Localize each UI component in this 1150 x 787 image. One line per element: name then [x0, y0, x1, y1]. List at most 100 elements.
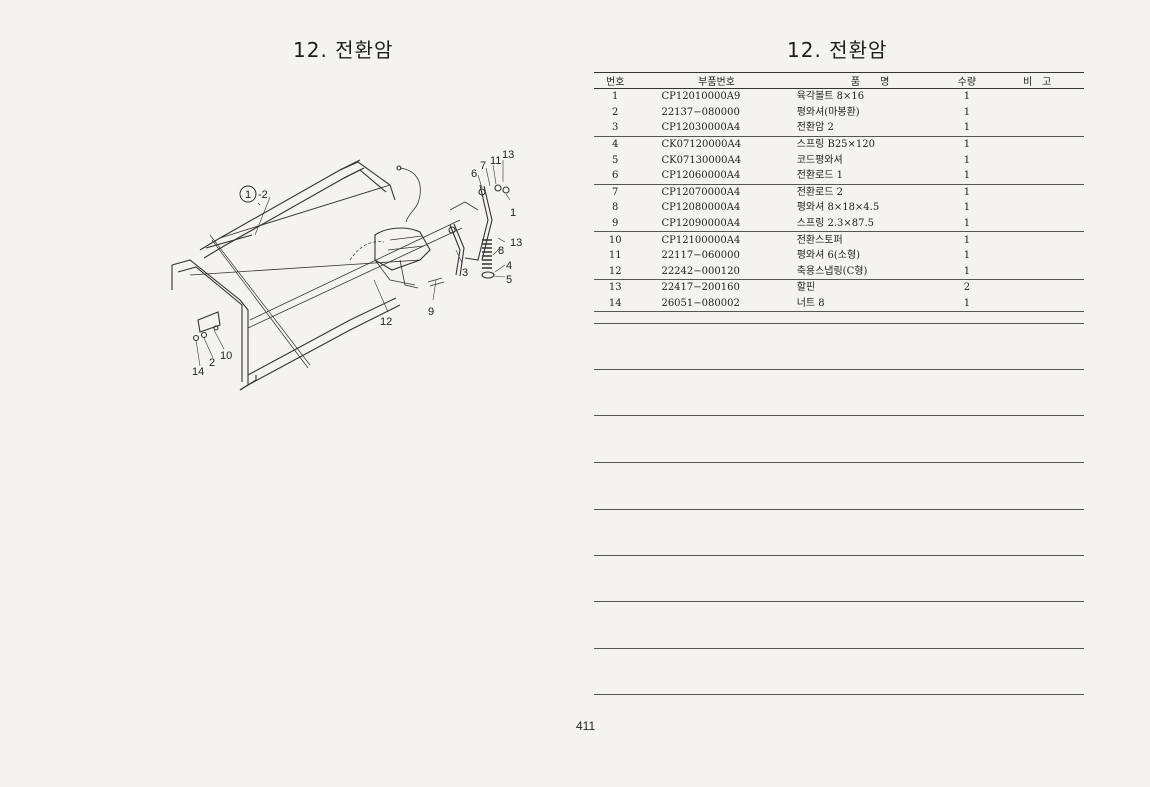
callout-4: 4: [506, 260, 512, 272]
row-number: 1: [612, 91, 619, 103]
row-part-number: CP12030000A4: [636, 120, 797, 137]
callout-circle-1: [239, 185, 257, 203]
row-number: 11: [608, 250, 622, 262]
row-remarks: [990, 105, 1084, 121]
row-part-name: 전환로드 1: [796, 167, 944, 185]
table-row: 1 CP12010000A9 육각볼트 8×16 1: [594, 89, 1084, 105]
row-part-name: 전환암 2: [796, 120, 944, 137]
parts-list-table: 번호 부품번호 품 명 수량 비 고 1 CP12010000A9 육각볼트 8×1…: [594, 72, 1084, 313]
row-part-name: 할핀: [796, 282, 816, 294]
row-remarks: [990, 215, 1084, 233]
row-number: 3: [594, 120, 637, 137]
row-quantity: 1: [963, 234, 971, 246]
table-row: 5 CK07130000A4 코드평와셔 1: [594, 152, 1084, 168]
callout-14: 14: [192, 366, 204, 378]
row-part-number: 22137−080000: [661, 106, 740, 118]
callout-7: 7: [480, 160, 486, 172]
ruled-line: [594, 648, 1084, 649]
diagram-drawing: 1 -2 13 11 7 6 1 13 8 4 5 3 9 12 10 2 14: [171, 149, 522, 391]
row-part-name: 전환스토퍼: [796, 234, 843, 246]
row-remarks: [990, 89, 1084, 105]
row-number: 9: [594, 215, 637, 233]
callout-11: 11: [490, 155, 501, 167]
row-part-number: 22242−000120: [636, 263, 797, 281]
ruled-line: [594, 509, 1084, 510]
row-number: 6: [594, 167, 637, 185]
bleed-through-mark-left: [300, 706, 320, 735]
header-remarks: 비 고: [990, 72, 1084, 89]
row-remarks: [990, 280, 1084, 296]
row-part-number: 22117−060000: [661, 250, 740, 262]
row-part-number: CP12010000A9: [661, 91, 741, 103]
row-quantity: 1: [963, 106, 971, 118]
row-number: 7: [612, 186, 619, 198]
row-number: 5: [612, 154, 619, 166]
header-part-number: 부품번호: [636, 72, 797, 89]
table-row: 13 22417−200160 할핀 2: [594, 280, 1084, 296]
row-part-name: 너트 8: [796, 295, 944, 313]
row-remarks: [990, 248, 1084, 264]
row-quantity: 1: [963, 154, 971, 166]
ruled-line: [594, 694, 1084, 695]
row-part-name: 육각볼트 8×16: [796, 91, 865, 103]
row-remarks: [990, 167, 1084, 185]
callout-1-circled: 1: [245, 189, 251, 201]
callout-2: 2: [209, 357, 215, 369]
row-part-number: 26051−080002: [636, 295, 797, 313]
row-part-name: 코드평와셔: [796, 154, 843, 166]
callout-dash-2: -2: [258, 189, 268, 201]
header-number: 번호: [594, 72, 637, 89]
callout-8: 8: [498, 245, 504, 257]
row-number: 13: [608, 282, 622, 294]
row-part-name: 평와셔 6(소형): [796, 250, 861, 262]
row-remarks: [990, 295, 1084, 313]
row-part-number: 22417−200160: [661, 282, 740, 294]
header-quantity: 수량: [943, 72, 991, 89]
row-part-number: CP12090000A4: [636, 215, 797, 233]
callout-10: 10: [220, 350, 232, 362]
row-number: 2: [612, 106, 619, 118]
row-part-name: 전환로드 2: [796, 186, 844, 198]
row-number: 8: [612, 202, 619, 214]
callout-3: 3: [462, 267, 468, 279]
ruled-line: [594, 415, 1084, 416]
callout-13-mid: 13: [510, 237, 522, 249]
row-number: 4: [612, 139, 619, 151]
row-quantity: 2: [963, 282, 971, 294]
row-remarks: [990, 136, 1084, 152]
row-part-number: CP12100000A4: [661, 234, 741, 246]
row-quantity: 1: [943, 120, 991, 137]
header-part-name: 품 명: [796, 72, 944, 89]
row-quantity: 1: [963, 186, 971, 198]
row-part-number: CP12080000A4: [661, 202, 741, 214]
row-part-number: CP12060000A4: [636, 167, 797, 185]
table-header-row: 번호 부품번호 품 명 수량 비 고: [594, 72, 1084, 89]
row-part-name: 스프링 B25×120: [796, 139, 876, 151]
row-quantity: 1: [943, 167, 991, 185]
row-quantity: 1: [963, 91, 971, 103]
row-part-number: CK07130000A4: [661, 154, 742, 166]
row-remarks: [990, 200, 1084, 216]
row-remarks: [990, 184, 1084, 200]
left-page-title: 12. 전환암: [293, 38, 394, 62]
ruled-line: [594, 462, 1084, 463]
row-remarks: [990, 152, 1084, 168]
page-number: 411: [576, 719, 596, 733]
callout-1: 1: [510, 207, 516, 219]
row-remarks: [990, 263, 1084, 281]
row-number: 12: [594, 263, 637, 281]
callout-5: 5: [506, 274, 512, 286]
row-quantity: 1: [963, 250, 971, 262]
row-quantity: 1: [943, 263, 991, 281]
